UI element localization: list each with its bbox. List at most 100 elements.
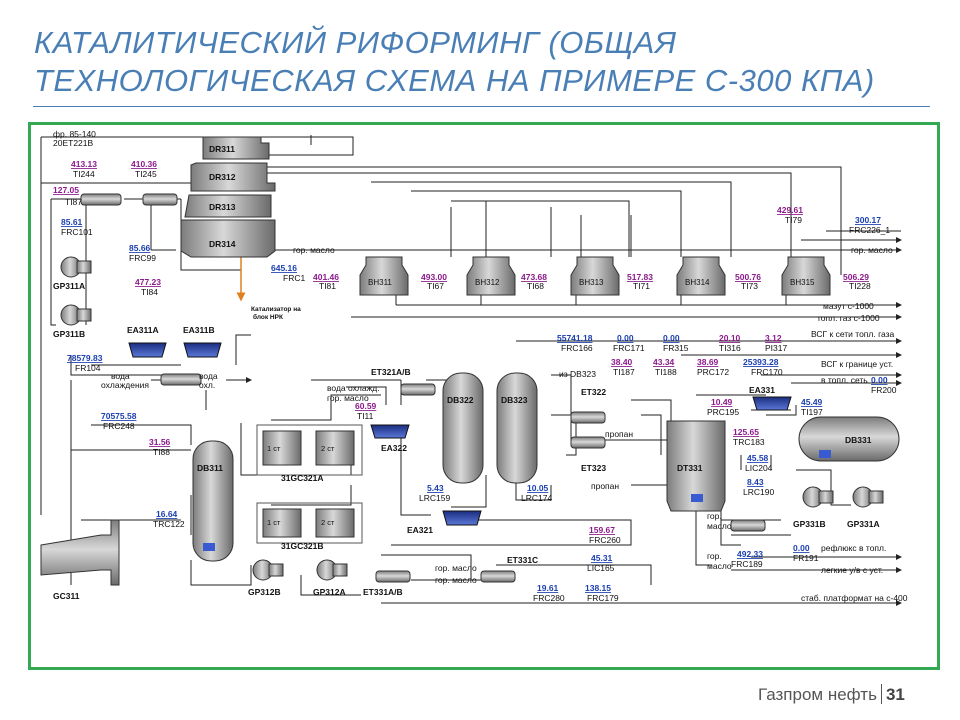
instrument-value: 8.43 (747, 477, 764, 487)
instrument-value: 45.58 (747, 453, 769, 463)
instrument-tag: топл. газ с-1000 (817, 313, 880, 323)
instrument-value: 3.12 (765, 333, 782, 343)
catalyst-note: Катализатор на (251, 306, 301, 313)
footer-separator (880, 684, 882, 704)
instrument-value: 493.00 (421, 272, 447, 282)
instrument-value: 429.61 (777, 205, 803, 215)
instrument-value: 16.64 (156, 509, 178, 519)
instrument-tag: в топл. сеть (821, 375, 868, 385)
instrument-tag: TI316 (719, 343, 741, 353)
instrument-tag: FRC99 (129, 253, 156, 263)
instrument-value: 20.10 (719, 333, 741, 343)
pipelines (40, 135, 902, 606)
stage-label: 2 ст (321, 518, 335, 527)
instrument-value: 500.76 (735, 272, 761, 282)
equipment-label: DR314 (209, 239, 236, 249)
instrument-tag: PRC195 (707, 407, 739, 417)
equipment-label: GP312B (248, 587, 281, 597)
instrument-tag: TI197 (801, 407, 823, 417)
instrument-tag: TRC122 (153, 519, 185, 529)
instrument-tag: вода (199, 371, 218, 381)
instrument-value: 45.31 (591, 553, 613, 563)
equipment-label: EA311B (183, 325, 215, 335)
equipment-label: GC311 (53, 591, 80, 601)
instrument-value: 473.68 (521, 272, 547, 282)
instrument-tag: FRC260 (589, 535, 621, 545)
instrument-tag: TI245 (135, 169, 157, 179)
instrument-tag: TI68 (527, 281, 544, 291)
instrument-value: 45.49 (801, 397, 823, 407)
instrument-tag: ВСГ к границе уст. (821, 359, 893, 369)
catalyst-note: блок НРК (253, 313, 283, 321)
instrument-value: 5.43 (427, 483, 444, 493)
instrument-value: 60.59 (355, 401, 377, 411)
equipment-label: DB323 (501, 395, 528, 405)
instrument-value: 0.00 (663, 333, 680, 343)
instrument-tag: охлаждения (101, 380, 149, 390)
stage-label: 1 ст (267, 518, 281, 527)
equipment-label: 31GC321B (281, 541, 324, 551)
instrument-value: 10.05 (527, 483, 549, 493)
instrument-tag: FR200 (871, 385, 897, 395)
instrument-tag: FRC101 (61, 227, 93, 237)
instrument-tag: TI187 (613, 367, 635, 377)
instrument-tag: TI244 (73, 169, 95, 179)
instrument-value: 38.69 (697, 357, 719, 367)
heater-body (466, 256, 516, 296)
instrument-tag: TI73 (741, 281, 758, 291)
stage-label: 1 ст (267, 444, 281, 453)
instrument-value: 85.66 (129, 243, 151, 253)
heater-body (676, 256, 726, 296)
equipment-label: EA331 (749, 385, 775, 395)
air-coolers (128, 342, 792, 526)
exchangers (80, 193, 766, 583)
heater-body (781, 256, 831, 296)
equipment-label: DT331 (677, 463, 703, 473)
instrument-tag: FR104 (75, 363, 101, 373)
instrument-tag: фр. 85-140 (53, 129, 96, 139)
equipment-label: DB331 (845, 435, 872, 445)
instrument-tag: FRC248 (103, 421, 135, 431)
instrument-tag: FRC280 (533, 593, 565, 603)
instrument-tag: вода охлажд. (327, 383, 380, 393)
instrument-tag: гор. масло (435, 575, 477, 585)
instrument-value: 138.15 (585, 583, 611, 593)
instrument-tag: FRC171 (613, 343, 645, 353)
instrument-tag: LIC204 (745, 463, 773, 473)
instrument-tag: рефлюкс в топл. (821, 543, 886, 553)
heater-label: ВН311 (368, 278, 392, 287)
instrument-value: 506.29 (843, 272, 869, 282)
instrument-tag: ВСГ к сети топл. газа (811, 329, 895, 339)
instrument-tag: пропан (605, 429, 633, 439)
instrument-value: 0.00 (871, 375, 888, 385)
equipment-label: ET322 (581, 387, 606, 397)
instrument-tag: TI71 (633, 281, 650, 291)
equipment-label: ET323 (581, 463, 606, 473)
instrument-tag: гор. (707, 551, 722, 561)
instrument-tag: FRC189 (731, 559, 763, 569)
equipment-label: ET331A/B (363, 587, 403, 597)
instrument-tag: TI84 (141, 287, 158, 297)
instrument-tag: TI228 (849, 281, 871, 291)
equipment-label: ET331C (507, 555, 538, 565)
instrument-tag: LRC190 (743, 487, 774, 497)
instrument-tag: TI188 (655, 367, 677, 377)
reactor-stack (180, 136, 276, 258)
instrument-tag: FR191 (793, 553, 819, 563)
column-dt331 (666, 420, 726, 512)
instrument-tag: LRC174 (521, 493, 552, 503)
instrument-value: 413.13 (71, 159, 97, 169)
equipment-label: DB311 (197, 463, 223, 473)
title-divider (33, 106, 930, 107)
equipment-label: DR313 (209, 202, 236, 212)
instrument-value: 78579.83 (67, 353, 103, 363)
instrument-tag: вода (111, 371, 130, 381)
instrument-value: 401.46 (313, 272, 339, 282)
instrument-tag: гор. (707, 511, 722, 521)
instrument-value: 127.05 (53, 185, 79, 195)
equipment-label: DB322 (447, 395, 474, 405)
instrument-value: 31.56 (149, 437, 171, 447)
